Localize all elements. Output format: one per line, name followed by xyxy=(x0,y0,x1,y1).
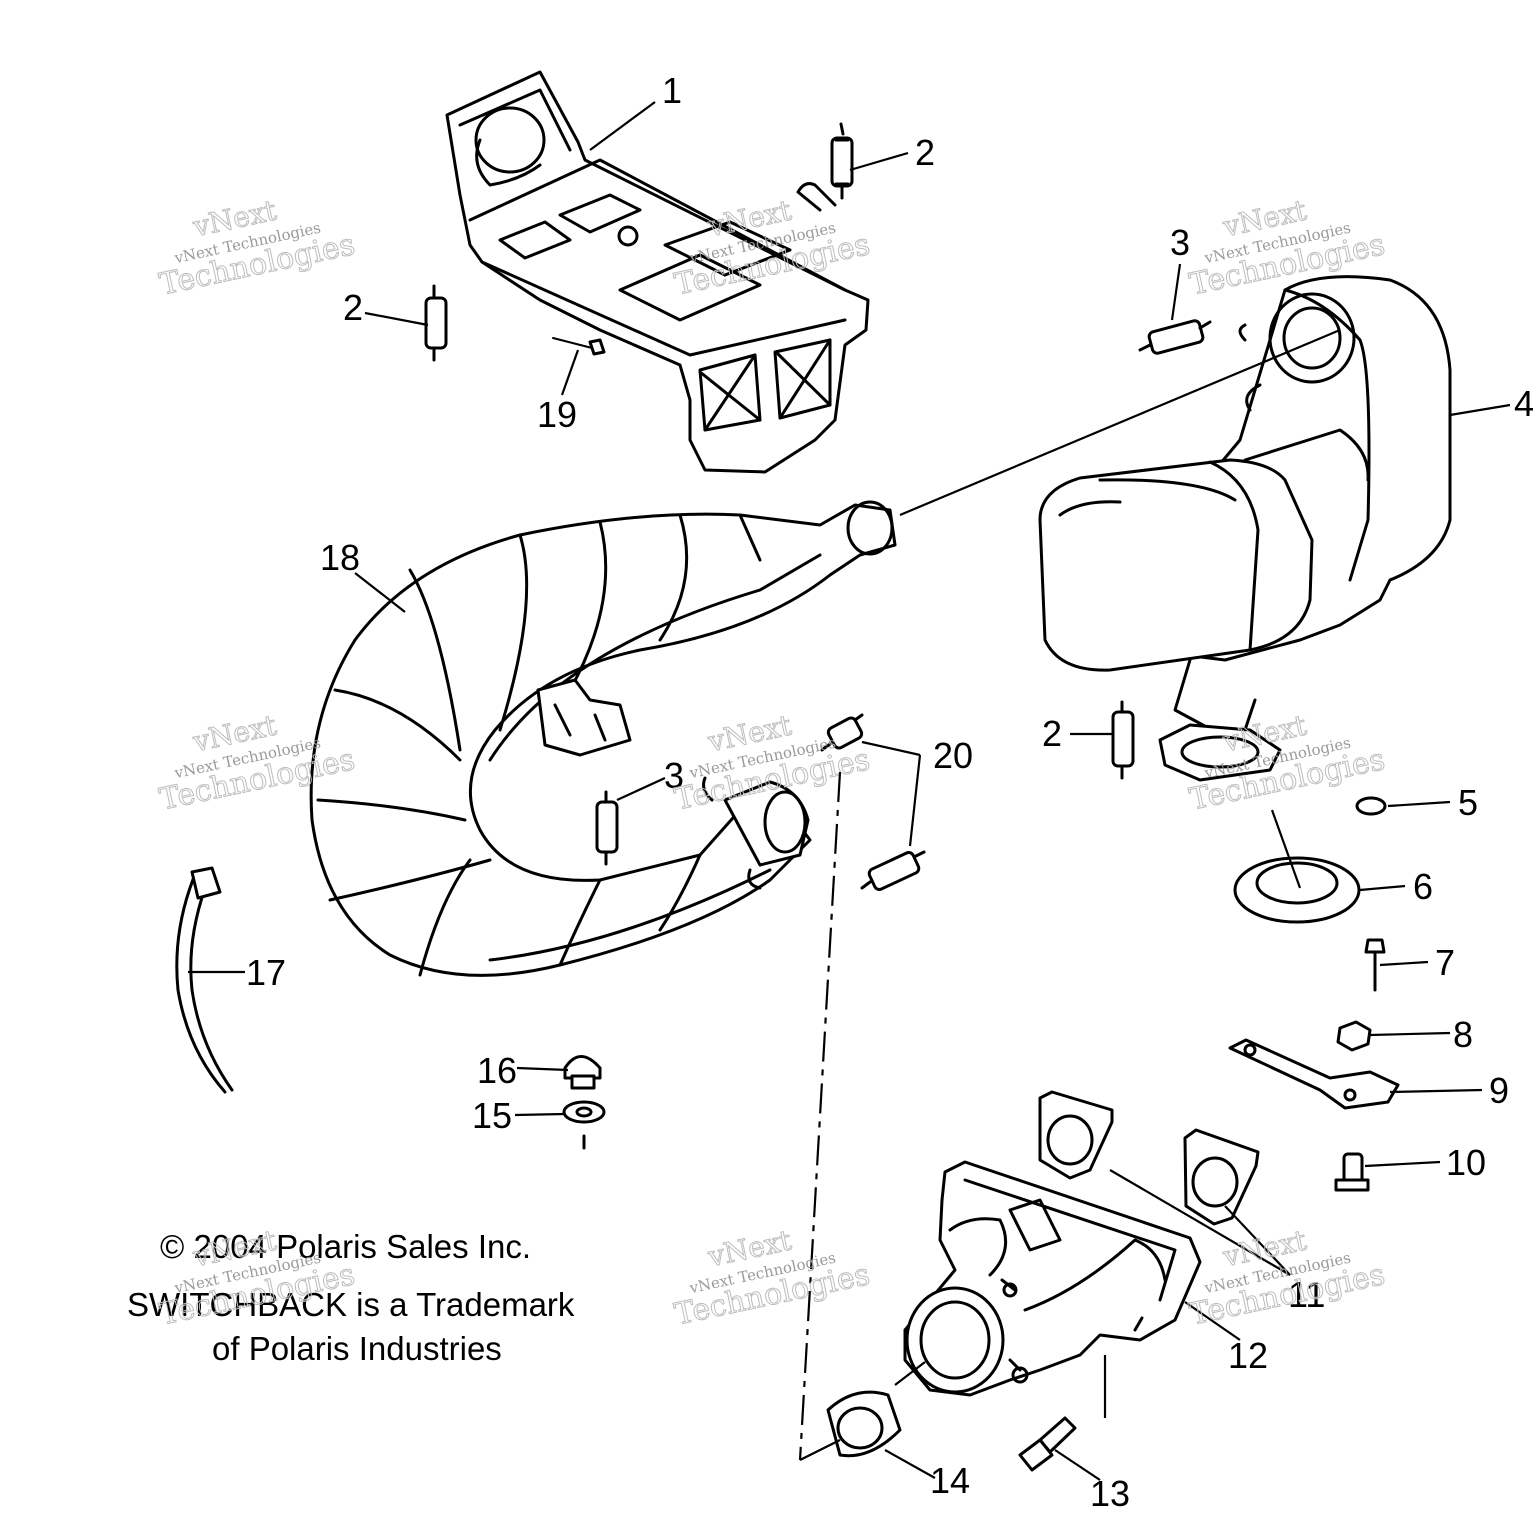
part-3-spring-top xyxy=(1138,319,1212,355)
callout-13: 13 xyxy=(1090,1473,1130,1514)
callout-8: 8 xyxy=(1453,1014,1473,1055)
part-6-gasket-ring xyxy=(1233,856,1361,924)
part-11-gasket-left xyxy=(1038,1090,1114,1180)
callout-16: 16 xyxy=(477,1050,517,1091)
part-20-spring-lower xyxy=(860,850,926,891)
connection-line-muffler xyxy=(899,328,1341,517)
copyright-line-2: SWITCHBACK is a Trademark xyxy=(127,1286,575,1323)
part-10-bolt xyxy=(1334,1152,1370,1192)
part-13-bolt xyxy=(1018,1416,1077,1472)
part-17-strap xyxy=(175,866,234,1094)
part-2-spring-right xyxy=(1111,700,1135,780)
seal-connection-line xyxy=(894,1361,926,1386)
callout-14: 14 xyxy=(930,1460,970,1501)
part-12-manifold xyxy=(903,1160,1202,1397)
part-8-nut xyxy=(1336,1020,1372,1052)
part-2-spring-top xyxy=(830,122,854,200)
part-5-washer xyxy=(1355,796,1387,816)
part-1-mounting-bracket xyxy=(445,70,870,474)
callout-20: 20 xyxy=(933,735,973,776)
callout-3-top: 3 xyxy=(1170,222,1190,263)
part-11-gasket-right xyxy=(1183,1128,1260,1226)
watermark-1: vNext vNext Technologies Technologies xyxy=(156,193,358,303)
callout-2-right: 2 xyxy=(1042,713,1062,754)
part-16-cap xyxy=(563,1055,602,1090)
part-15-washer xyxy=(562,1100,606,1150)
callout-labels: 1 2 2 2 3 3 4 5 6 7 8 9 10 11 12 13 14 1… xyxy=(246,70,1534,1514)
callout-2-left: 2 xyxy=(343,287,363,328)
part-20-spring-upper xyxy=(820,713,864,752)
part-2-spring-left xyxy=(424,284,448,362)
centerline-end xyxy=(799,1439,841,1461)
callout-5: 5 xyxy=(1458,782,1478,823)
callout-18: 18 xyxy=(320,537,360,578)
callout-2-top: 2 xyxy=(915,132,935,173)
callout-12: 12 xyxy=(1228,1335,1268,1376)
leader-lines xyxy=(188,101,1511,1481)
callout-19: 19 xyxy=(537,394,577,435)
callout-7: 7 xyxy=(1435,942,1455,983)
part-3-spring-lower xyxy=(595,790,619,866)
part-18-expansion-chamber xyxy=(309,500,897,977)
gasket-connection-line xyxy=(1270,809,1302,889)
callout-15: 15 xyxy=(472,1095,512,1136)
watermark-8: vNext vNext Technologies Technologies xyxy=(671,1223,873,1333)
part-9-bracket-tab xyxy=(1228,1038,1400,1110)
part-14-seal xyxy=(826,1390,902,1458)
part-19-stud xyxy=(552,337,606,356)
callout-11: 11 xyxy=(1288,1274,1325,1315)
callout-4: 4 xyxy=(1514,383,1534,424)
callout-17: 17 xyxy=(246,952,286,993)
callout-3-lower: 3 xyxy=(664,755,684,796)
callout-1: 1 xyxy=(662,70,682,111)
callout-10: 10 xyxy=(1446,1142,1486,1183)
callout-9: 9 xyxy=(1489,1070,1509,1111)
centerline-dash xyxy=(798,771,842,1461)
part-7-rivet xyxy=(1364,938,1386,992)
copyright-block: © 2004 Polaris Sales Inc. SWITCHBACK is … xyxy=(127,1228,575,1367)
copyright-line-1: © 2004 Polaris Sales Inc. xyxy=(160,1228,531,1265)
part-4-muffler xyxy=(1038,275,1452,782)
callout-6: 6 xyxy=(1413,866,1433,907)
copyright-line-3: of Polaris Industries xyxy=(212,1330,502,1367)
